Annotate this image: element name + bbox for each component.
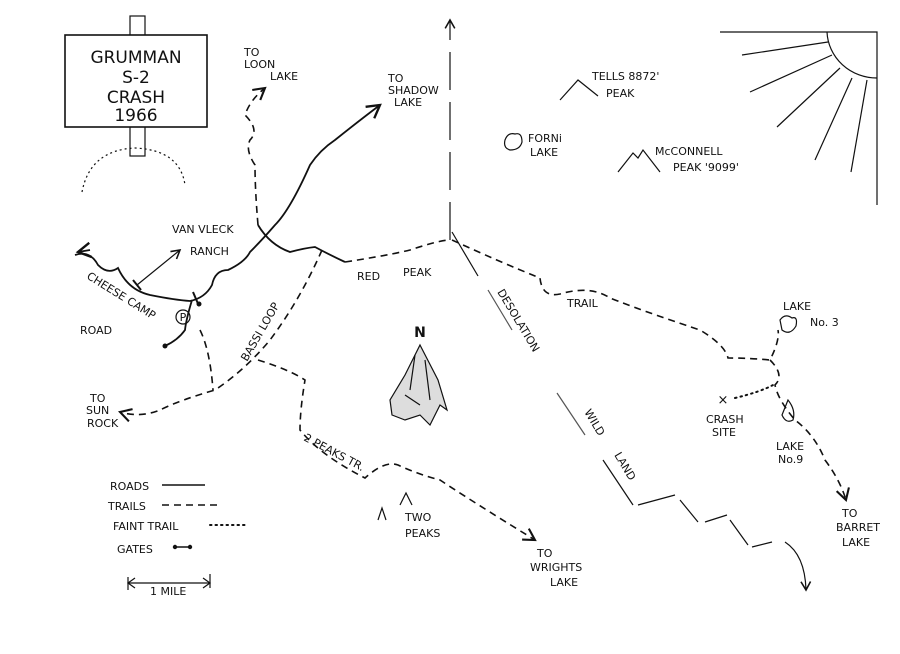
wild-label: WILD bbox=[581, 407, 607, 438]
wrights-lake-label-2: WRIGHTS bbox=[530, 561, 582, 574]
sun-icon bbox=[720, 31, 878, 205]
crash-x-icon: × bbox=[718, 393, 729, 408]
legend-gates-label: GATES bbox=[117, 543, 153, 556]
lake-9-icon bbox=[781, 398, 795, 422]
wrights-lake-label-1: TO bbox=[536, 547, 553, 560]
parking-label: P bbox=[180, 311, 187, 324]
trail-label: TRAIL bbox=[566, 297, 599, 310]
desolation-label: DESOLATION bbox=[494, 287, 542, 355]
ranch-label: RANCH bbox=[190, 245, 229, 258]
tells-peak-icon bbox=[559, 79, 599, 101]
road-red-peak bbox=[257, 224, 346, 263]
barret-lake-label-3: LAKE bbox=[842, 536, 870, 549]
shadow-lake-label-3: LAKE bbox=[394, 96, 422, 109]
lake-3-label-2: No. 3 bbox=[810, 316, 839, 329]
north-label: N bbox=[414, 325, 426, 341]
legend: ROADS TRAILS FAINT TRAIL GATES 1 MILE bbox=[107, 480, 249, 598]
red-label: RED bbox=[357, 270, 380, 283]
van-vleck-label: VAN VLECK bbox=[172, 223, 234, 236]
mcconnell-label-1: McCONNELL bbox=[655, 145, 723, 158]
sign-line-3: CRASH bbox=[107, 88, 165, 108]
peak-label: PEAK bbox=[403, 266, 432, 279]
lake-9-label-2: No.9 bbox=[778, 453, 803, 466]
trail-desolation bbox=[451, 239, 780, 361]
barret-lake-label-2: BARRET bbox=[836, 521, 880, 534]
lake-9-label-1: LAKE bbox=[776, 440, 804, 453]
sign-line-2: S-2 bbox=[122, 68, 150, 88]
bassi-loop-label: BASSI LOOP bbox=[238, 300, 282, 364]
crash-site-label-1: CRASH bbox=[706, 413, 744, 426]
parking-icon: P bbox=[175, 309, 191, 325]
wrights-lake-label-3: LAKE bbox=[550, 576, 578, 589]
scale-label: 1 MILE bbox=[150, 585, 186, 598]
legend-faint-trail-label: FAINT TRAIL bbox=[113, 520, 179, 533]
mcconnell-label-2: PEAK '9099' bbox=[673, 161, 739, 174]
legend-gate-icon bbox=[172, 544, 193, 550]
wilderness-boundary bbox=[451, 231, 812, 592]
loon-lake-label-2: LOON bbox=[244, 58, 275, 71]
two-peaks-icon bbox=[377, 491, 413, 521]
loon-lake-label-1: TO bbox=[243, 46, 260, 59]
road-cheese-camp bbox=[74, 103, 382, 302]
trail-loon-lake bbox=[244, 86, 267, 226]
north-arrowhead-icon bbox=[389, 343, 449, 427]
gate-icon bbox=[132, 249, 202, 307]
mcconnell-peak-icon bbox=[617, 148, 661, 173]
barret-lake-label-1: TO bbox=[841, 507, 858, 520]
sun-rock-label-1: TO bbox=[89, 392, 106, 405]
forni-lake-icon bbox=[503, 133, 523, 151]
shadow-lake-label-1: TO bbox=[387, 72, 404, 85]
forni-lake-label-2: LAKE bbox=[530, 146, 558, 159]
legend-trails-label: TRAILS bbox=[107, 500, 146, 513]
trail-barret-lake bbox=[769, 359, 850, 503]
faint-trail-crash bbox=[734, 384, 774, 399]
shadow-lake-label-2: SHADOW bbox=[388, 84, 439, 97]
two-peaks-label-1: TWO bbox=[404, 511, 432, 524]
grass-mound-icon bbox=[81, 147, 186, 193]
lake-3-icon bbox=[779, 315, 798, 333]
tells-peak-label-2: PEAK bbox=[606, 87, 635, 100]
loon-lake-label-3: LAKE bbox=[270, 70, 298, 83]
two-peaks-label-2: PEAKS bbox=[405, 527, 440, 540]
two-peaks-trail-label: 2 PEAKS TR. bbox=[302, 431, 367, 474]
road-to-p bbox=[164, 299, 193, 347]
title-sign: GRUMMAN S-2 CRASH 1966 bbox=[64, 15, 208, 193]
trail-red-peak bbox=[344, 239, 451, 263]
scale-bar bbox=[126, 574, 212, 590]
forni-lake-label-1: FORNi bbox=[528, 132, 562, 145]
road-end-dot bbox=[162, 343, 168, 349]
trail-bassi-loop bbox=[117, 249, 323, 423]
trail-two-peaks bbox=[257, 359, 537, 542]
legend-roads-label: ROADS bbox=[110, 480, 149, 493]
road-label: ROAD bbox=[80, 324, 112, 337]
tells-peak-label-1: TELLS 8872' bbox=[591, 70, 659, 83]
sun-rock-label-3: ROCK bbox=[87, 417, 119, 430]
sun-rock-label-2: SUN bbox=[86, 404, 109, 417]
road-west-arrow-icon bbox=[75, 241, 93, 259]
sign-line-1: GRUMMAN bbox=[90, 48, 181, 68]
crash-site-label-2: SITE bbox=[712, 426, 736, 439]
trail-p-spur bbox=[199, 329, 214, 391]
lake-3-label-1: LAKE bbox=[783, 300, 811, 313]
sign-line-4: 1966 bbox=[114, 106, 157, 126]
